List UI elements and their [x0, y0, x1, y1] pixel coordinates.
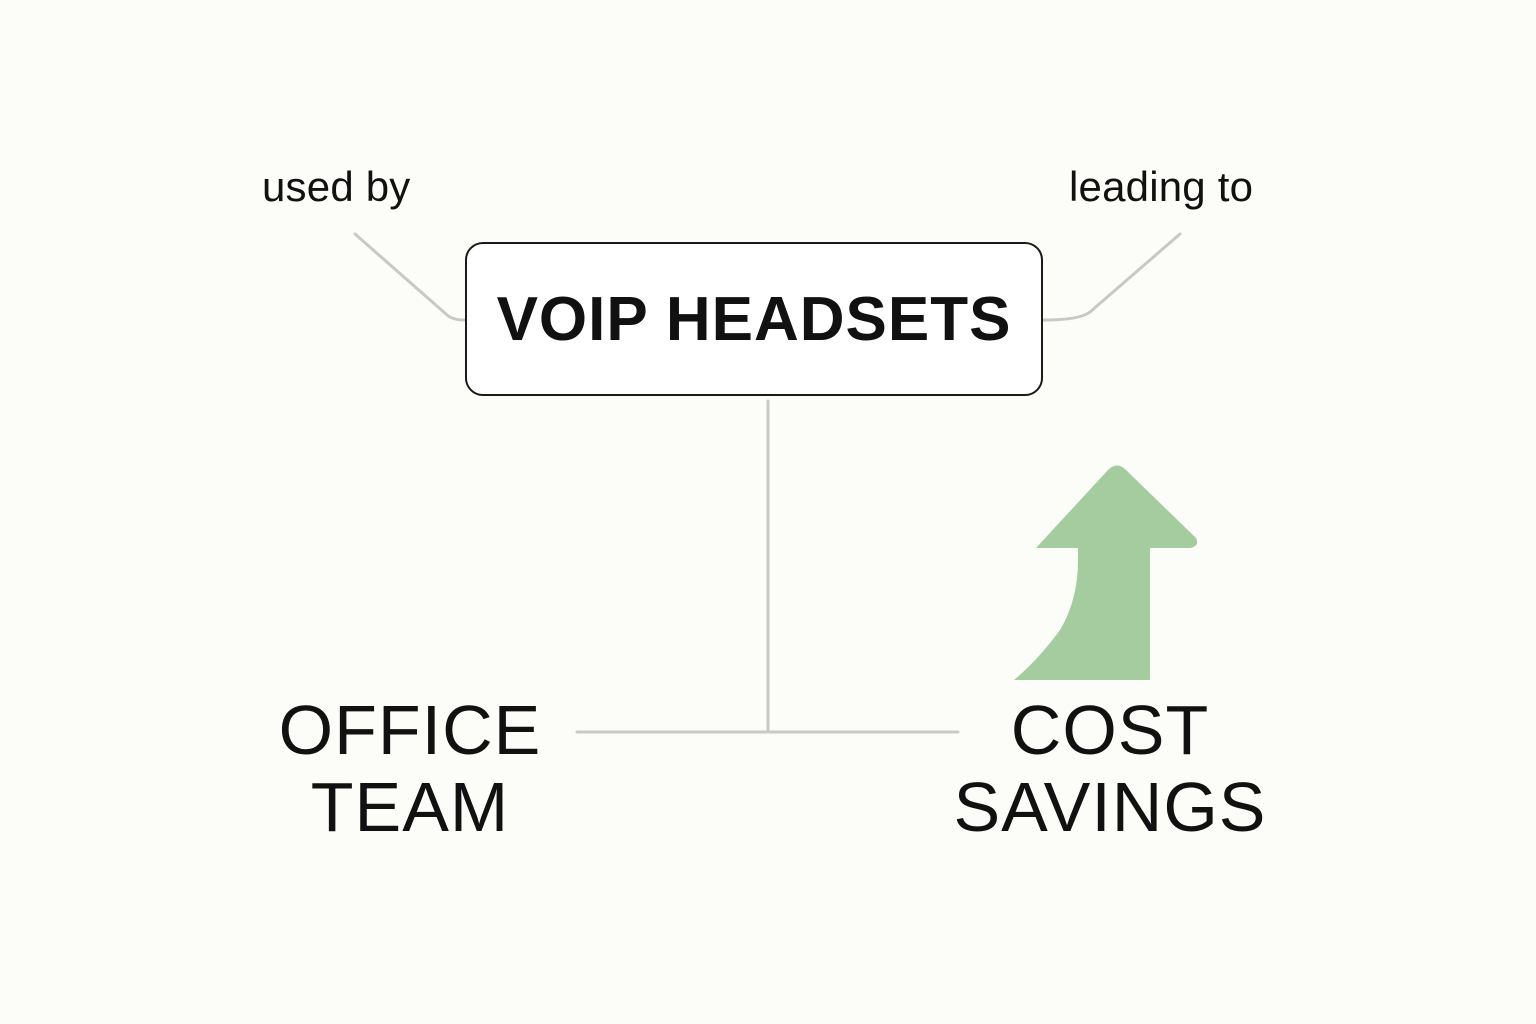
- cost-savings-line-2: SAVINGS: [953, 768, 1267, 846]
- center-node: VOIP HEADSETS: [465, 242, 1043, 396]
- office-team-node: OFFICE TEAM: [260, 692, 560, 846]
- center-node-title: VOIP HEADSETS: [496, 284, 1012, 354]
- up-arrow-icon: [1014, 465, 1198, 680]
- right-connector: [1042, 232, 1182, 322]
- used-by-label: used by: [262, 163, 411, 210]
- cost-savings-line-1: COST: [1010, 691, 1210, 769]
- office-team-line-2: TEAM: [310, 768, 510, 846]
- office-team-line-1: OFFICE: [278, 691, 542, 769]
- leading-to-label: leading to: [1069, 163, 1254, 210]
- left-connector: [353, 232, 466, 322]
- cost-savings-node: COST SAVINGS: [940, 692, 1280, 846]
